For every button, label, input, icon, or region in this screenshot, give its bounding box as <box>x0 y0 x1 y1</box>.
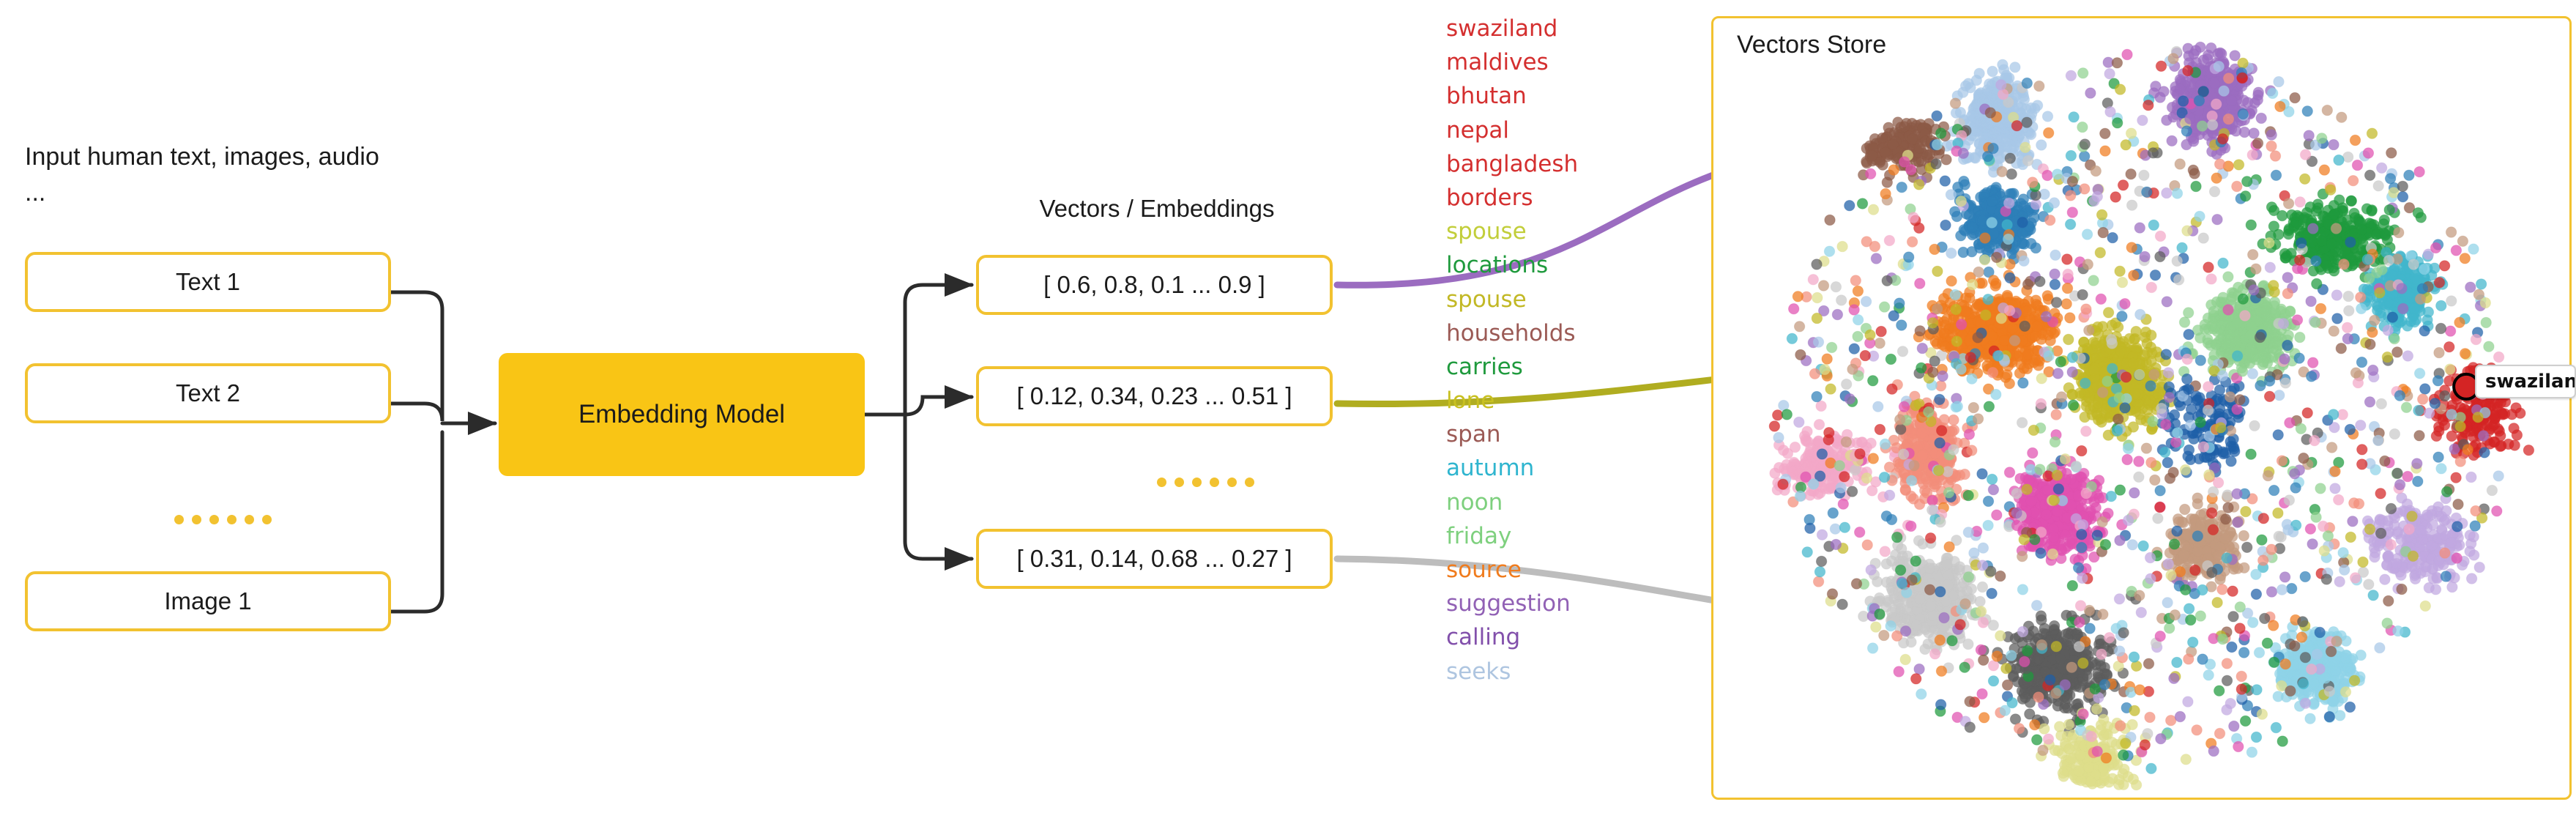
swaziland-point-label: swaziland <box>2475 365 2576 398</box>
word-list-item: suggestion <box>1446 590 1571 617</box>
input-ellipsis-dots <box>174 515 272 524</box>
word-list-item: borders <box>1446 184 1533 211</box>
word-list-item: nepal <box>1446 116 1510 144</box>
word-list-item: spouse <box>1446 286 1527 313</box>
vector-value: [ 0.12, 0.34, 0.23 ... 0.51 ] <box>1016 382 1292 409</box>
input-box-label: Text 2 <box>175 379 241 406</box>
vectors-ellipsis-dots <box>1157 478 1254 487</box>
swaziland-label-text: swaziland <box>2485 371 2575 393</box>
input-box-image-1[interactable]: Image 1 <box>25 571 391 631</box>
word-list-item: friday <box>1446 522 1512 549</box>
word-list-item: source <box>1446 557 1522 583</box>
vector-value: [ 0.31, 0.14, 0.68 ... 0.27 ] <box>1016 545 1292 572</box>
word-list-item: locations <box>1446 252 1549 279</box>
input-box-label: Text 1 <box>175 268 241 295</box>
vector-value: [ 0.6, 0.8, 0.1 ... 0.9 ] <box>1043 271 1265 298</box>
word-list-item: autumn <box>1446 455 1535 482</box>
embedding-scatter-plot <box>1768 41 2535 791</box>
vectors-section-title: Vectors / Embeddings <box>1039 195 1275 222</box>
vector-box-1[interactable]: [ 0.6, 0.8, 0.1 ... 0.9 ] <box>976 255 1333 315</box>
word-list-item: households <box>1446 319 1576 346</box>
word-list-item: swaziland <box>1446 15 1558 42</box>
embedding-model-node[interactable]: Embedding Model <box>499 353 865 476</box>
embedding-model-label: Embedding Model <box>578 400 786 428</box>
word-list: swaziland maldives bhutan nepal bangladesh bo… <box>1446 15 1629 694</box>
vector-box-3[interactable]: [ 0.31, 0.14, 0.68 ... 0.27 ] <box>976 529 1333 589</box>
word-list-item: maldives <box>1446 49 1549 76</box>
input-box-text-1[interactable]: Text 1 <box>25 252 391 312</box>
input-box-label: Image 1 <box>164 587 252 614</box>
vectors-store-panel <box>1711 16 2572 800</box>
word-list-item: spouse <box>1446 218 1527 245</box>
vector-box-2[interactable]: [ 0.12, 0.34, 0.23 ... 0.51 ] <box>976 366 1333 426</box>
word-list-item: seeks <box>1446 658 1511 685</box>
word-list-item: noon <box>1446 489 1503 516</box>
word-list-item: span <box>1446 421 1501 448</box>
word-list-item: bangladesh <box>1446 150 1579 177</box>
input-box-text-2[interactable]: Text 2 <box>25 363 391 423</box>
word-list-item: calling <box>1446 624 1521 651</box>
word-list-item: lone <box>1446 387 1495 415</box>
input-caption: Input human text, images, audio ... <box>25 143 379 207</box>
word-list-item: bhutan <box>1446 83 1527 110</box>
vectors-store-title: Vectors Store <box>1737 31 1887 59</box>
word-list-item: carries <box>1446 353 1523 380</box>
